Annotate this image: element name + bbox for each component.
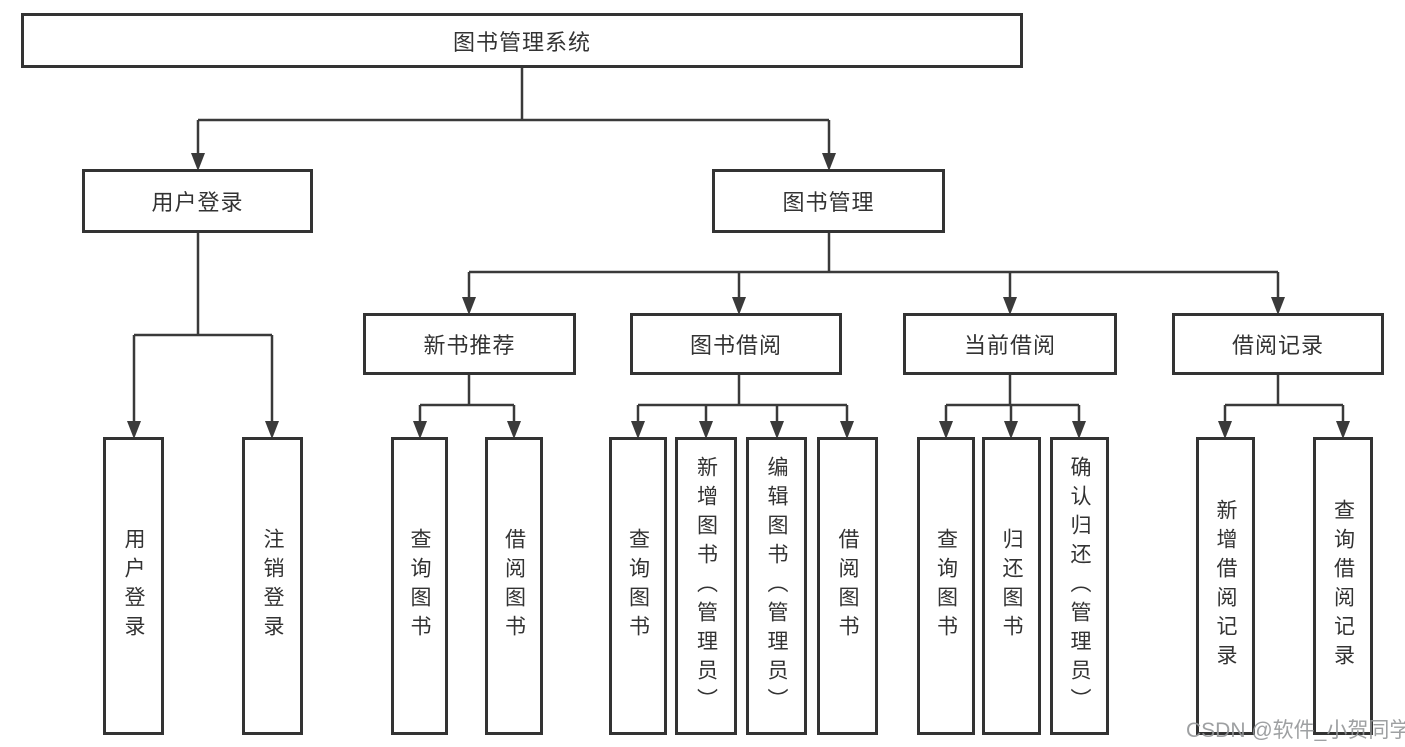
leaf-borrow-book-a-label: 借阅图书 [502,528,526,644]
leaf-edit-book: 编辑图书（管理员） [746,437,807,735]
leaf-query-book-a-label: 查询图书 [408,528,431,644]
leaf-logout: 注销登录 [242,437,303,735]
leaf-edit-book-label: 编辑图书（管理员） [765,455,788,717]
leaf-user-login: 用户登录 [103,437,164,735]
leaf-add-book: 新增图书（管理员） [675,437,737,735]
node-root-label: 图书管理系统 [452,29,591,55]
node-root: 图书管理系统 [21,13,1023,68]
connector-segments [132,68,1345,422]
node-book-mgmt-label: 图书管理 [782,190,875,215]
leaf-borrow-book-a: 借阅图书 [485,437,543,735]
csdn-watermark: CSDN @软件_小贺同学 [1186,719,1405,742]
node-current-borrow-label: 当前借阅 [963,333,1056,358]
leaf-add-book-label: 新增图书（管理员） [694,455,718,717]
leaf-confirm-return-label: 确认归还（管理员） [1068,455,1091,717]
leaf-query-book-a: 查询图书 [391,437,448,735]
leaf-logout-label: 注销登录 [261,528,284,644]
leaf-query-book-b-label: 查询图书 [626,528,650,644]
node-user-login-label: 用户登录 [151,190,244,215]
leaf-user-login-label: 用户登录 [122,528,145,644]
leaf-add-record: 新增借阅记录 [1196,437,1255,735]
node-user-login: 用户登录 [82,169,313,233]
leaf-query-record-label: 查询借阅记录 [1331,499,1355,673]
node-book-borrow: 图书借阅 [630,313,842,375]
leaf-query-book-b: 查询图书 [609,437,667,735]
leaf-confirm-return: 确认归还（管理员） [1050,437,1109,735]
node-new-book-rec: 新书推荐 [363,313,576,375]
leaf-query-record: 查询借阅记录 [1313,437,1373,735]
arrowheads [127,153,1350,439]
leaf-borrow-book-b-label: 借阅图书 [836,528,859,644]
leaf-borrow-book-b: 借阅图书 [817,437,878,735]
node-book-mgmt: 图书管理 [712,169,945,233]
leaf-query-book-c: 查询图书 [917,437,975,735]
node-new-book-rec-label: 新书推荐 [423,333,516,358]
node-borrow-record: 借阅记录 [1172,313,1384,375]
leaf-return-book-label: 归还图书 [1000,528,1023,644]
node-book-borrow-label: 图书借阅 [689,333,782,358]
leaf-add-record-label: 新增借阅记录 [1214,499,1237,673]
leaf-return-book: 归还图书 [982,437,1041,735]
node-current-borrow: 当前借阅 [903,313,1117,375]
leaf-query-book-c-label: 查询图书 [934,528,958,644]
node-borrow-record-label: 借阅记录 [1231,333,1324,358]
